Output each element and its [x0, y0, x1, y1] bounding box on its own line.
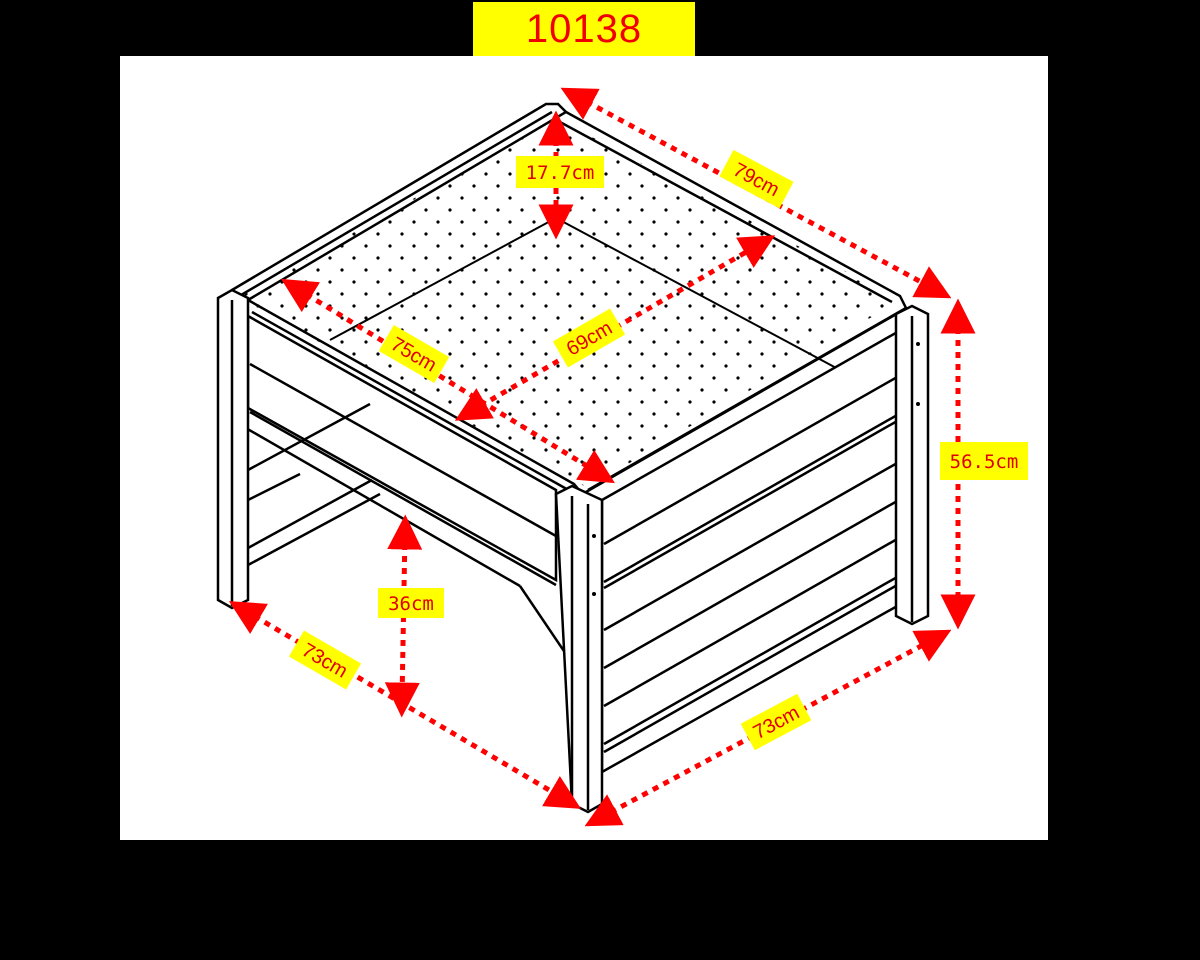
svg-text:17.7cm: 17.7cm	[526, 162, 595, 184]
dimension-label-base-right: 73cm	[740, 693, 812, 751]
legs	[216, 288, 930, 814]
dimension-label-clearance: 36cm	[378, 588, 444, 618]
svg-text:56.5cm: 56.5cm	[950, 451, 1019, 473]
dimension-label-top-length: 79cm	[719, 149, 794, 209]
svg-text:36cm: 36cm	[388, 593, 434, 615]
product-code-badge: 10138	[473, 2, 695, 56]
dimension-label-total-height: 56.5cm	[940, 442, 1028, 480]
dimension-label-base-left: 73cm	[288, 630, 362, 690]
diagram-canvas: 17.7cm 79cm 69cm 75cm 56.5cm 36cm 73cm 7…	[120, 56, 1048, 840]
dimension-label-tray-depth: 17.7cm	[516, 156, 604, 188]
planter-diagram: 17.7cm 79cm 69cm 75cm 56.5cm 36cm 73cm 7…	[216, 87, 1028, 827]
screw-holes	[592, 342, 920, 596]
